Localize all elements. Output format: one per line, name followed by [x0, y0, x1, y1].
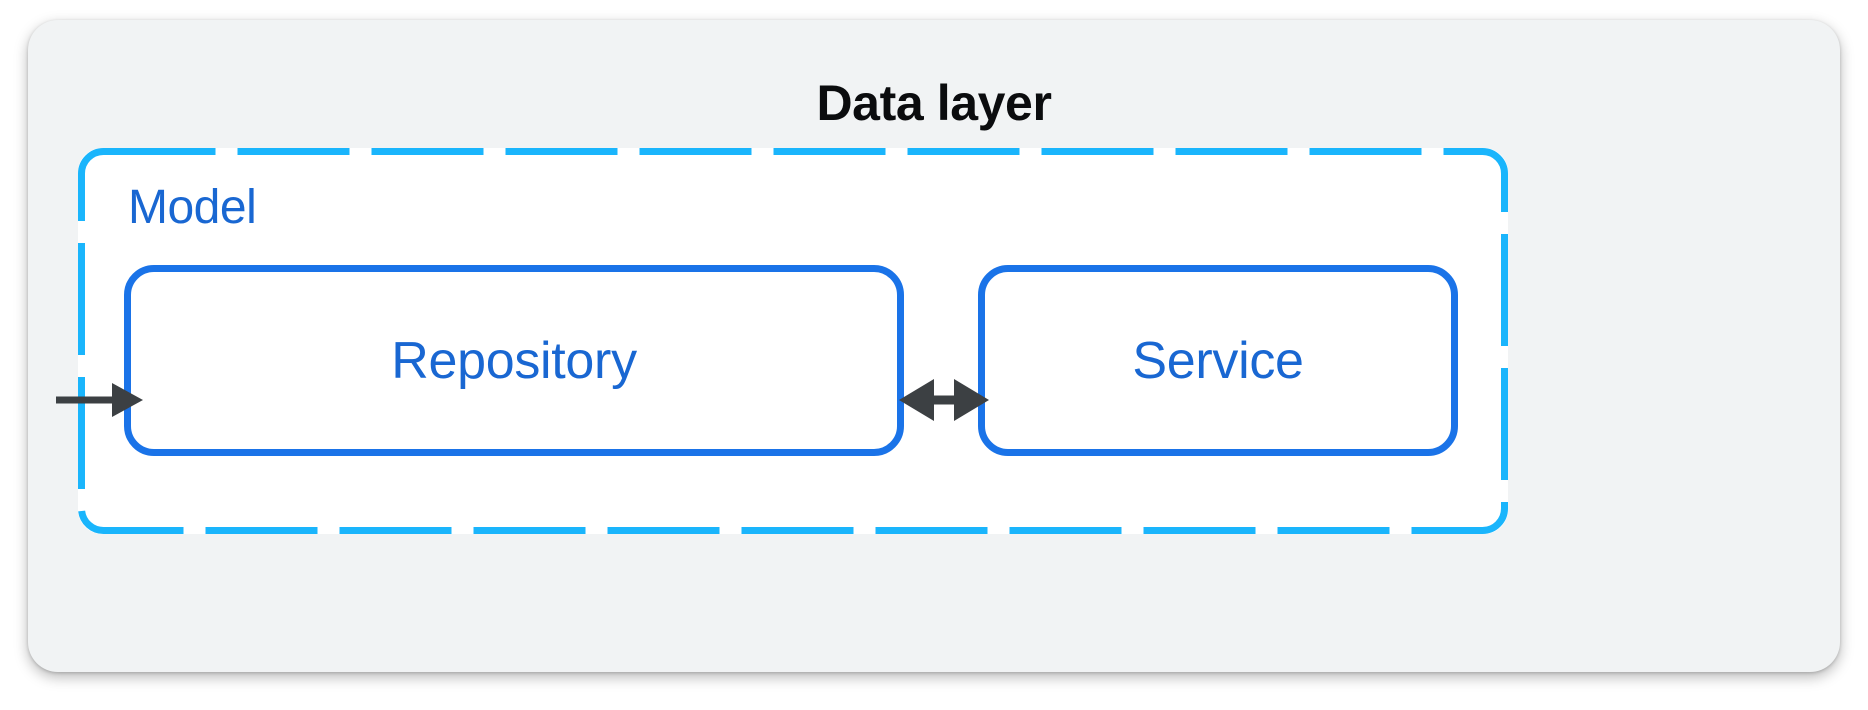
- model-region-label: Model: [128, 181, 257, 234]
- service-box-label: Service: [1132, 331, 1304, 390]
- page-title: Data layer: [816, 75, 1052, 131]
- repository-box-label: Repository: [391, 331, 637, 390]
- service-box[interactable]: Service: [978, 265, 1458, 456]
- repository-box[interactable]: Repository: [124, 265, 904, 456]
